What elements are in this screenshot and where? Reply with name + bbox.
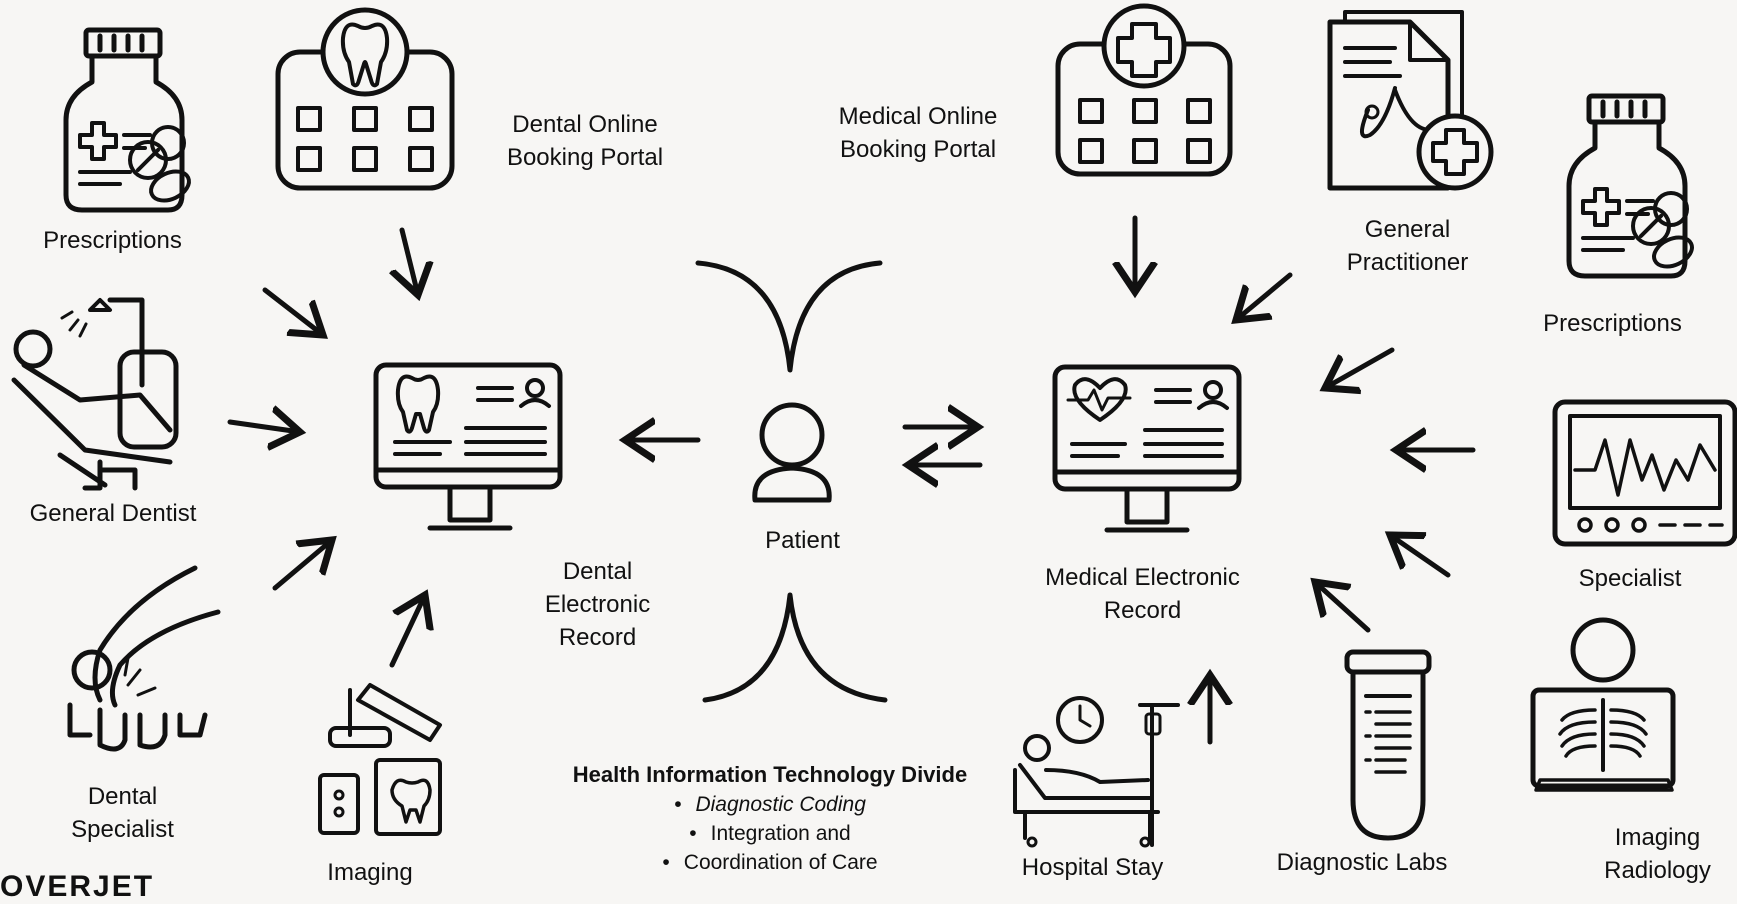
document-stethoscope-icon [1327, 10, 1494, 191]
label-dental-booking-portal: Dental Online Booking Portal [506, 111, 664, 171]
medical-monitor-icon [1052, 364, 1242, 533]
arrow-booking-to-dental-record [402, 227, 418, 295]
label-medical-electronic-record: Medical Electronic Record [1045, 564, 1240, 624]
dental-monitor-icon [373, 362, 563, 531]
label-imaging-radiology: Imaging Radiology [1604, 824, 1711, 884]
hospital-bed-icon [1013, 696, 1180, 848]
dental-xray-machine-icon [318, 683, 442, 836]
arrow-dentist-to-dental-record [227, 422, 300, 432]
label-general-practitioner: General Practitioner [1346, 216, 1469, 276]
arrow-radiology-to-medical-record [1390, 535, 1451, 578]
forceps-icon [67, 565, 221, 752]
divide-bracket-top [695, 260, 883, 373]
label-prescriptions-left: Prescriptions [43, 227, 182, 254]
dental-calendar-icon [275, 7, 455, 191]
arrow-specialist-to-dental-record [272, 540, 332, 591]
hit-divide-title: Health Information Technology Divide [572, 762, 968, 787]
arrow-labs-to-medical-record [1315, 582, 1371, 633]
label-imaging: Imaging [327, 859, 413, 886]
arrow-prescriptions-to-medical-record [1325, 347, 1395, 388]
person-icon [752, 402, 832, 503]
pill-bottle-icon [63, 27, 191, 213]
pill-bottle-icon [1566, 93, 1694, 279]
label-dental-specialist: Dental Specialist [71, 783, 174, 843]
arrows [227, 215, 1476, 745]
label-dental-electronic-record: Dental Electronic Record [544, 558, 651, 651]
label-diagnostic-labs: Diagnostic Labs [1276, 849, 1448, 876]
label-specialist: Specialist [1578, 565, 1682, 592]
divide-bullet: Integration and [689, 822, 850, 845]
arrow-imaging-to-dental-record [389, 595, 425, 668]
dental-chair-icon [11, 297, 179, 491]
test-tube-icon [1344, 649, 1432, 841]
divide-bullet: Diagnostic Coding [674, 793, 866, 816]
ecg-monitor-icon [1552, 399, 1737, 547]
arrow-gp-to-medical-record [1236, 272, 1293, 320]
label-prescriptions-right: Prescriptions [1543, 310, 1682, 337]
hit-divide-box: Health Information Technology Divide Dia… [540, 760, 1000, 877]
medical-calendar-icon [1055, 3, 1233, 177]
label-general-dentist: General Dentist [29, 500, 197, 527]
arrow-prescriptions-to-dental-record [262, 287, 323, 335]
label-patient: Patient [765, 527, 840, 554]
label-medical-booking-portal: Medical Online Booking Portal [838, 103, 998, 163]
divide-bracket-bottom [702, 592, 888, 703]
label-hospital-stay: Hospital Stay [1021, 854, 1164, 881]
chest-xray-icon [1530, 617, 1676, 792]
divide-bullet: Coordination of Care [662, 851, 877, 874]
logo-text: OVERJET [0, 870, 155, 903]
